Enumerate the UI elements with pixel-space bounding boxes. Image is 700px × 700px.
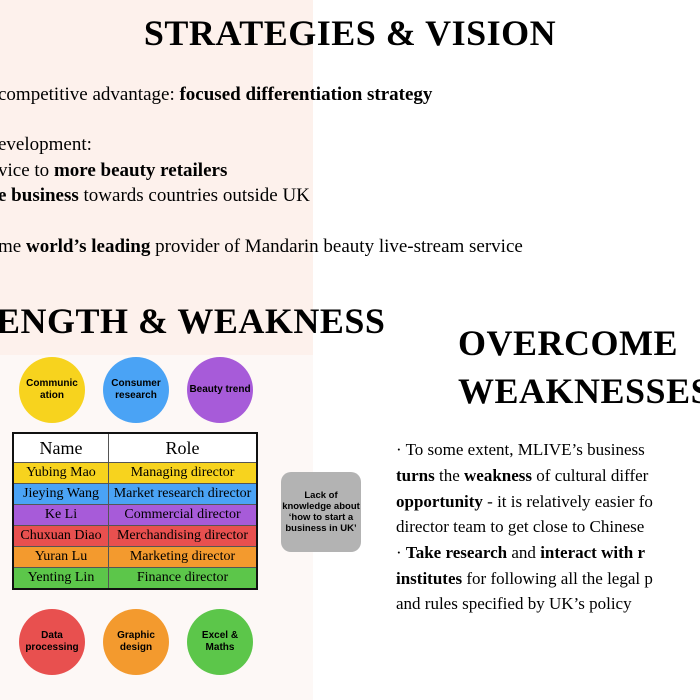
member-role: Managing director xyxy=(108,462,258,484)
lack-of-knowledge-box: Lack of knowledge about ‘how to start a … xyxy=(281,472,361,552)
member-name: Yuran Lu xyxy=(12,546,109,568)
member-name: Ke Li xyxy=(12,504,109,526)
overcome-para-2-line-2: institutes for following all the legal p xyxy=(396,569,653,588)
member-name: Yubing Mao xyxy=(12,462,109,484)
overcome-para-2-line-3: and rules specified by UK’s policy xyxy=(396,594,632,613)
member-role: Finance director xyxy=(108,567,258,590)
overcome-title-line-2: WEAKNESSES xyxy=(458,371,700,411)
communication-circle: Communic ation xyxy=(19,357,85,423)
overcome-para-1-line-3: opportunity - it is relatively easier fo xyxy=(396,492,653,511)
member-name: Chuxuan Diao xyxy=(12,525,109,547)
strength-weakness-title: ENGTH & WEAKNESS xyxy=(0,301,386,341)
column-header-name: Name xyxy=(12,432,109,463)
column-header-role: Role xyxy=(108,432,258,463)
development-line-2: e business towards countries outside UK xyxy=(0,185,310,206)
member-name: Jieying Wang xyxy=(12,483,109,505)
overcome-para-1-line-4: director team to get close to Chinese xyxy=(396,517,645,536)
development-heading: evelopment: xyxy=(0,134,92,155)
graphic-design-circle: Graphic design xyxy=(103,609,169,675)
competitive-advantage-line: competitive advantage: focused different… xyxy=(0,84,433,105)
background-panel-top xyxy=(0,0,313,355)
development-line-1: vice to more beauty retailers xyxy=(0,160,228,181)
member-role: Merchandising director xyxy=(108,525,258,547)
page-title: STRATEGIES & VISION xyxy=(143,13,557,53)
member-role: Marketing director xyxy=(108,546,258,568)
consumer-research-circle: Consumer research xyxy=(103,357,169,423)
member-name: Yenting Lin xyxy=(12,567,109,590)
table-header-row: Name Role xyxy=(12,432,258,463)
excel-maths-circle: Excel & Maths xyxy=(187,609,253,675)
data-processing-circle: Data processing xyxy=(19,609,85,675)
overcome-para-2-line-1: · Take research and interact with r xyxy=(396,543,645,562)
member-role: Commercial director xyxy=(108,504,258,526)
vision-line: me world’s leading provider of Mandarin … xyxy=(0,236,523,257)
beauty-trend-circle: Beauty trend xyxy=(187,357,253,423)
overcome-para-1-line-2: turns the weakness of cultural differ xyxy=(396,466,649,485)
member-role: Market research director xyxy=(108,483,258,505)
overcome-para-1-line-1: · To some extent, MLIVE’s business xyxy=(396,440,645,459)
overcome-title-line-1: OVERCOME xyxy=(458,323,678,363)
